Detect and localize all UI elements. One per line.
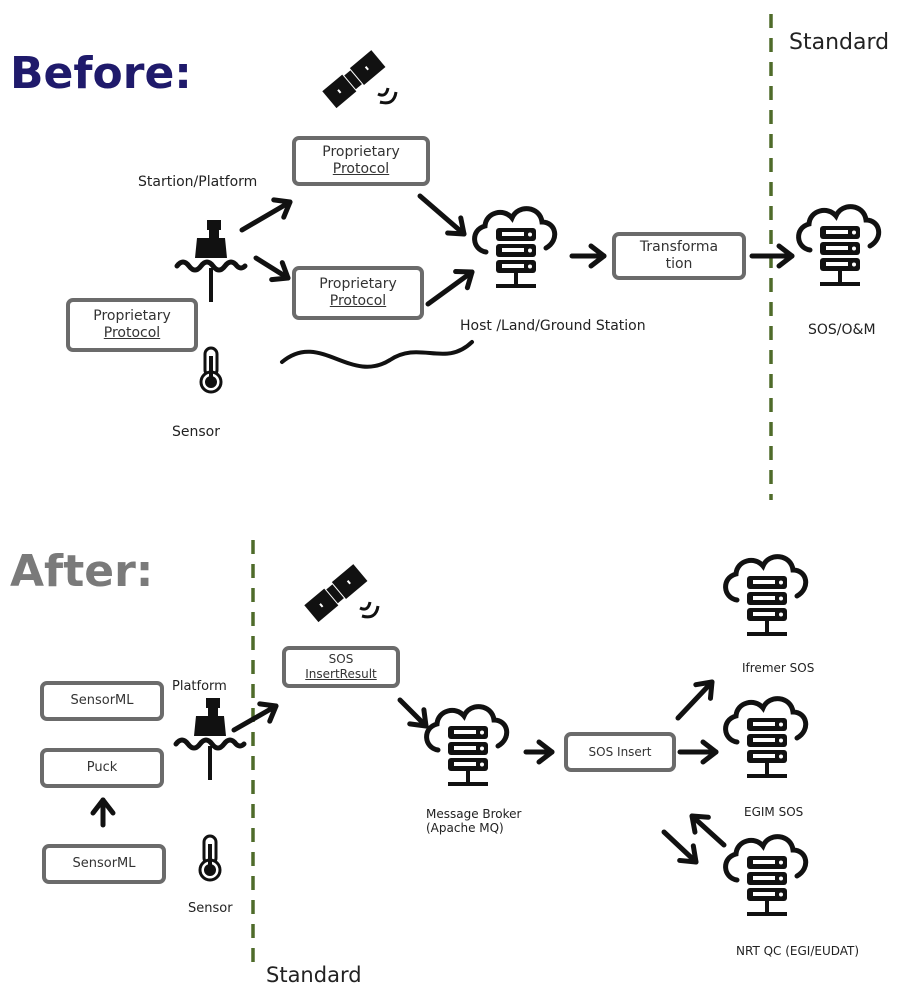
arrow-icon [677, 742, 719, 762]
box-line: Protocol [332, 161, 390, 177]
platform-label: Platform [172, 679, 227, 694]
arrow-icon [231, 697, 281, 733]
transformation-box: Transforma tion [612, 232, 746, 280]
proprietary-protocol-sensor-box: Proprietary Protocol [66, 298, 198, 352]
message-broker-label: Message Broker (Apache MQ) [426, 807, 522, 836]
egim-sos-label: EGIM SOS [744, 805, 804, 819]
sensor-label-before: Sensor [172, 424, 220, 440]
box-text: Puck [86, 759, 118, 775]
sensor-label-after: Sensor [188, 901, 233, 916]
arrow-icon [239, 193, 295, 233]
proprietary-protocol-top-box: Proprietary Protocol [292, 136, 430, 186]
arrow-icon [675, 675, 719, 721]
message-broker-line: Message Broker [426, 807, 522, 821]
sos-insert-box: SOS Insert [564, 732, 676, 772]
message-broker-line: (Apache MQ) [426, 820, 504, 835]
message-broker-cloud-server-icon [427, 707, 507, 784]
nrt-qc-cloud-server-icon [726, 837, 806, 914]
sensorml-top-box: SensorML [40, 681, 164, 721]
satellite-icon [320, 48, 398, 110]
before-heading: Before: [10, 48, 192, 99]
thermometer-sensor-icon [199, 346, 223, 394]
after-heading: After: [10, 546, 154, 597]
arrow-icon [523, 742, 555, 762]
box-line: Proprietary [319, 275, 397, 292]
arrow-icon [569, 246, 607, 266]
box-line: SOS [328, 652, 354, 666]
box-text: SensorML [70, 692, 134, 708]
ifremer-sos-label: Ifremer SOS [742, 661, 815, 675]
box-line: Transforma [639, 238, 719, 255]
host-station-cloud-server-icon [475, 209, 555, 286]
box-line: tion [665, 256, 693, 272]
buoy-platform-icon [176, 698, 244, 780]
arrow-icon [93, 797, 113, 828]
arrow-icon [425, 264, 478, 307]
buoy-platform-icon [177, 220, 245, 302]
box-line: Protocol [103, 325, 161, 341]
station-platform-label: Startion/Platform [138, 174, 258, 190]
arrow-icon [417, 193, 471, 242]
egim-sos-cloud-server-icon [726, 699, 806, 776]
standard-label-before: Standard [789, 30, 890, 55]
box-line: Proprietary [93, 307, 171, 324]
wave-icon [280, 340, 474, 369]
nrt-qc-label: NRT QC (EGI/EUDAT) [736, 944, 860, 958]
thermometer-sensor-icon [198, 834, 222, 882]
box-text: SOS Insert [588, 744, 652, 759]
arrow-icon [685, 809, 727, 848]
arrow-icon [661, 829, 703, 869]
box-text: SensorML [72, 855, 136, 871]
box-line: Protocol [329, 293, 387, 309]
sensorml-bottom-box: SensorML [42, 844, 166, 884]
arrow-icon [397, 697, 433, 733]
satellite-icon [302, 562, 380, 624]
host-station-label: Host /Land/Ground Station [460, 318, 646, 334]
box-line: Proprietary [322, 143, 400, 160]
ifremer-sos-cloud-server-icon [726, 557, 806, 634]
box-line: InsertResult [305, 667, 377, 681]
arrow-icon [749, 246, 795, 266]
proprietary-protocol-bottom-box: Proprietary Protocol [292, 266, 424, 320]
standard-label-after: Standard [266, 963, 362, 987]
sos-om-label: SOS/O&M [808, 322, 876, 338]
sos-insertresult-box: SOS InsertResult [282, 646, 400, 688]
sos-om-cloud-server-icon [799, 207, 879, 284]
puck-box: Puck [40, 748, 164, 788]
arrow-icon [253, 255, 293, 286]
